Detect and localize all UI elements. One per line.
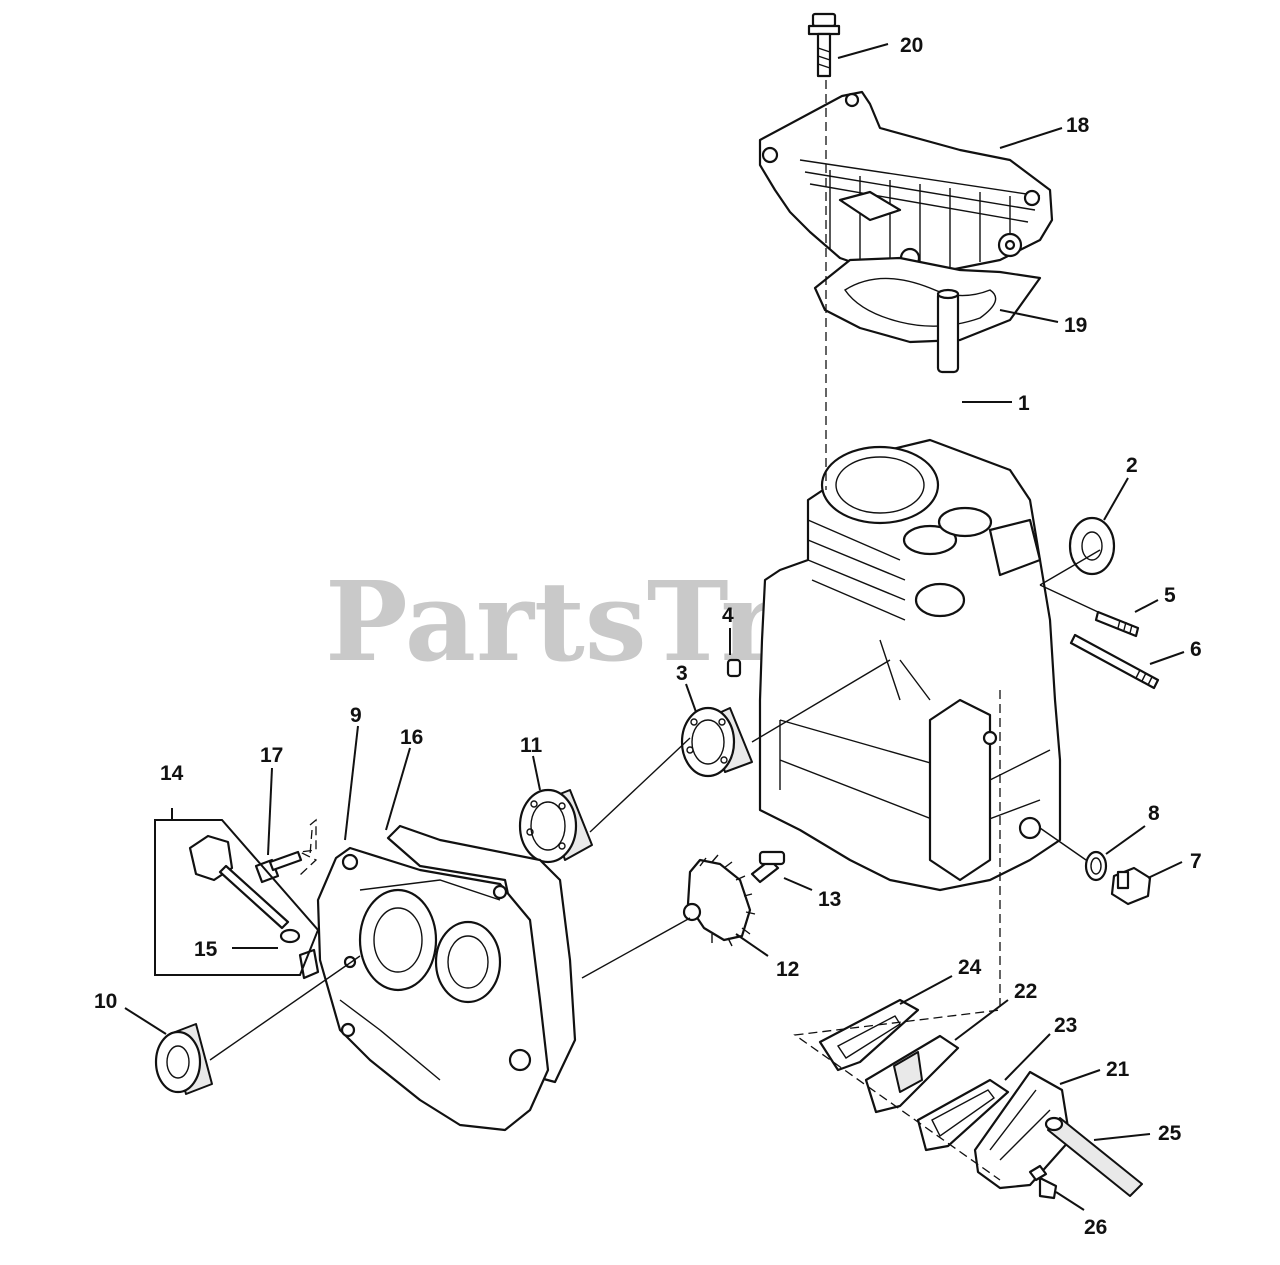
callout-25: 25 [1158, 1122, 1182, 1145]
callout-4: 4 [722, 604, 734, 627]
part-20-head-bolt [807, 12, 841, 78]
callout-20: 20 [900, 34, 923, 57]
callout-26: 26 [1084, 1216, 1107, 1239]
callout-21: 21 [1106, 1058, 1130, 1081]
callout-2: 2 [1126, 454, 1138, 477]
part-24-breather-gasket [818, 998, 920, 1072]
part-6-long-stud [1069, 633, 1160, 690]
part-21-breather-cover [973, 1070, 1072, 1190]
callout-19: 19 [1064, 314, 1087, 337]
callout-5: 5 [1164, 584, 1176, 607]
part-18-cylinder-head [758, 90, 1054, 278]
part-14-bracket [154, 808, 320, 976]
part-19-head-gasket [813, 256, 1042, 344]
part-8-washer [1084, 850, 1108, 882]
callout-23: 23 [1054, 1014, 1077, 1037]
part-2-oil-seal [1068, 516, 1116, 576]
assembly-axis-lines [209, 549, 1101, 1061]
part-7-drain-plug [1110, 866, 1152, 906]
callout-labels: 20 18 19 1 2 5 6 4 3 9 16 11 17 14 8 7 1… [94, 34, 1202, 1239]
callout-22: 22 [1014, 980, 1037, 1003]
part-11-bearing [518, 788, 593, 864]
callout-10: 10 [94, 990, 117, 1013]
part-9-crankcase-cover [316, 846, 550, 1132]
leader-lines [124, 43, 1185, 1211]
callout-17: 17 [260, 744, 283, 767]
callout-18: 18 [1066, 114, 1090, 137]
callout-24: 24 [958, 956, 982, 979]
callout-16: 16 [400, 726, 423, 749]
assembly-dash-lines [297, 80, 1001, 1181]
part-23-breather-gasket [916, 1078, 1010, 1152]
callout-12: 12 [776, 958, 799, 981]
callout-15: 15 [194, 938, 218, 961]
callout-14: 14 [160, 762, 184, 785]
callout-6: 6 [1190, 638, 1202, 661]
part-3-bearing [680, 706, 753, 778]
part-15-o-ring [279, 928, 301, 944]
callout-1: 1 [1018, 392, 1030, 415]
part-22-reed-valve [864, 1034, 960, 1114]
part-13-governor-shaft [750, 850, 786, 884]
part-4-dowel [726, 658, 742, 678]
part-10-oil-seal [154, 1023, 213, 1095]
callout-3: 3 [676, 662, 688, 685]
callout-13: 13 [818, 888, 841, 911]
part-5-stud [1094, 610, 1140, 638]
callout-9: 9 [350, 704, 362, 727]
callout-8: 8 [1148, 802, 1160, 825]
callout-11: 11 [520, 734, 543, 757]
callout-7: 7 [1190, 850, 1202, 873]
crankcase-block [758, 438, 1062, 892]
part-25-breather-tube [1044, 1116, 1143, 1197]
part-14-oil-fill-assembly [188, 834, 320, 980]
part-1-dowel-pin [936, 288, 960, 374]
part-26-screw [1028, 1164, 1058, 1200]
part-12-governor-gear [682, 854, 756, 947]
